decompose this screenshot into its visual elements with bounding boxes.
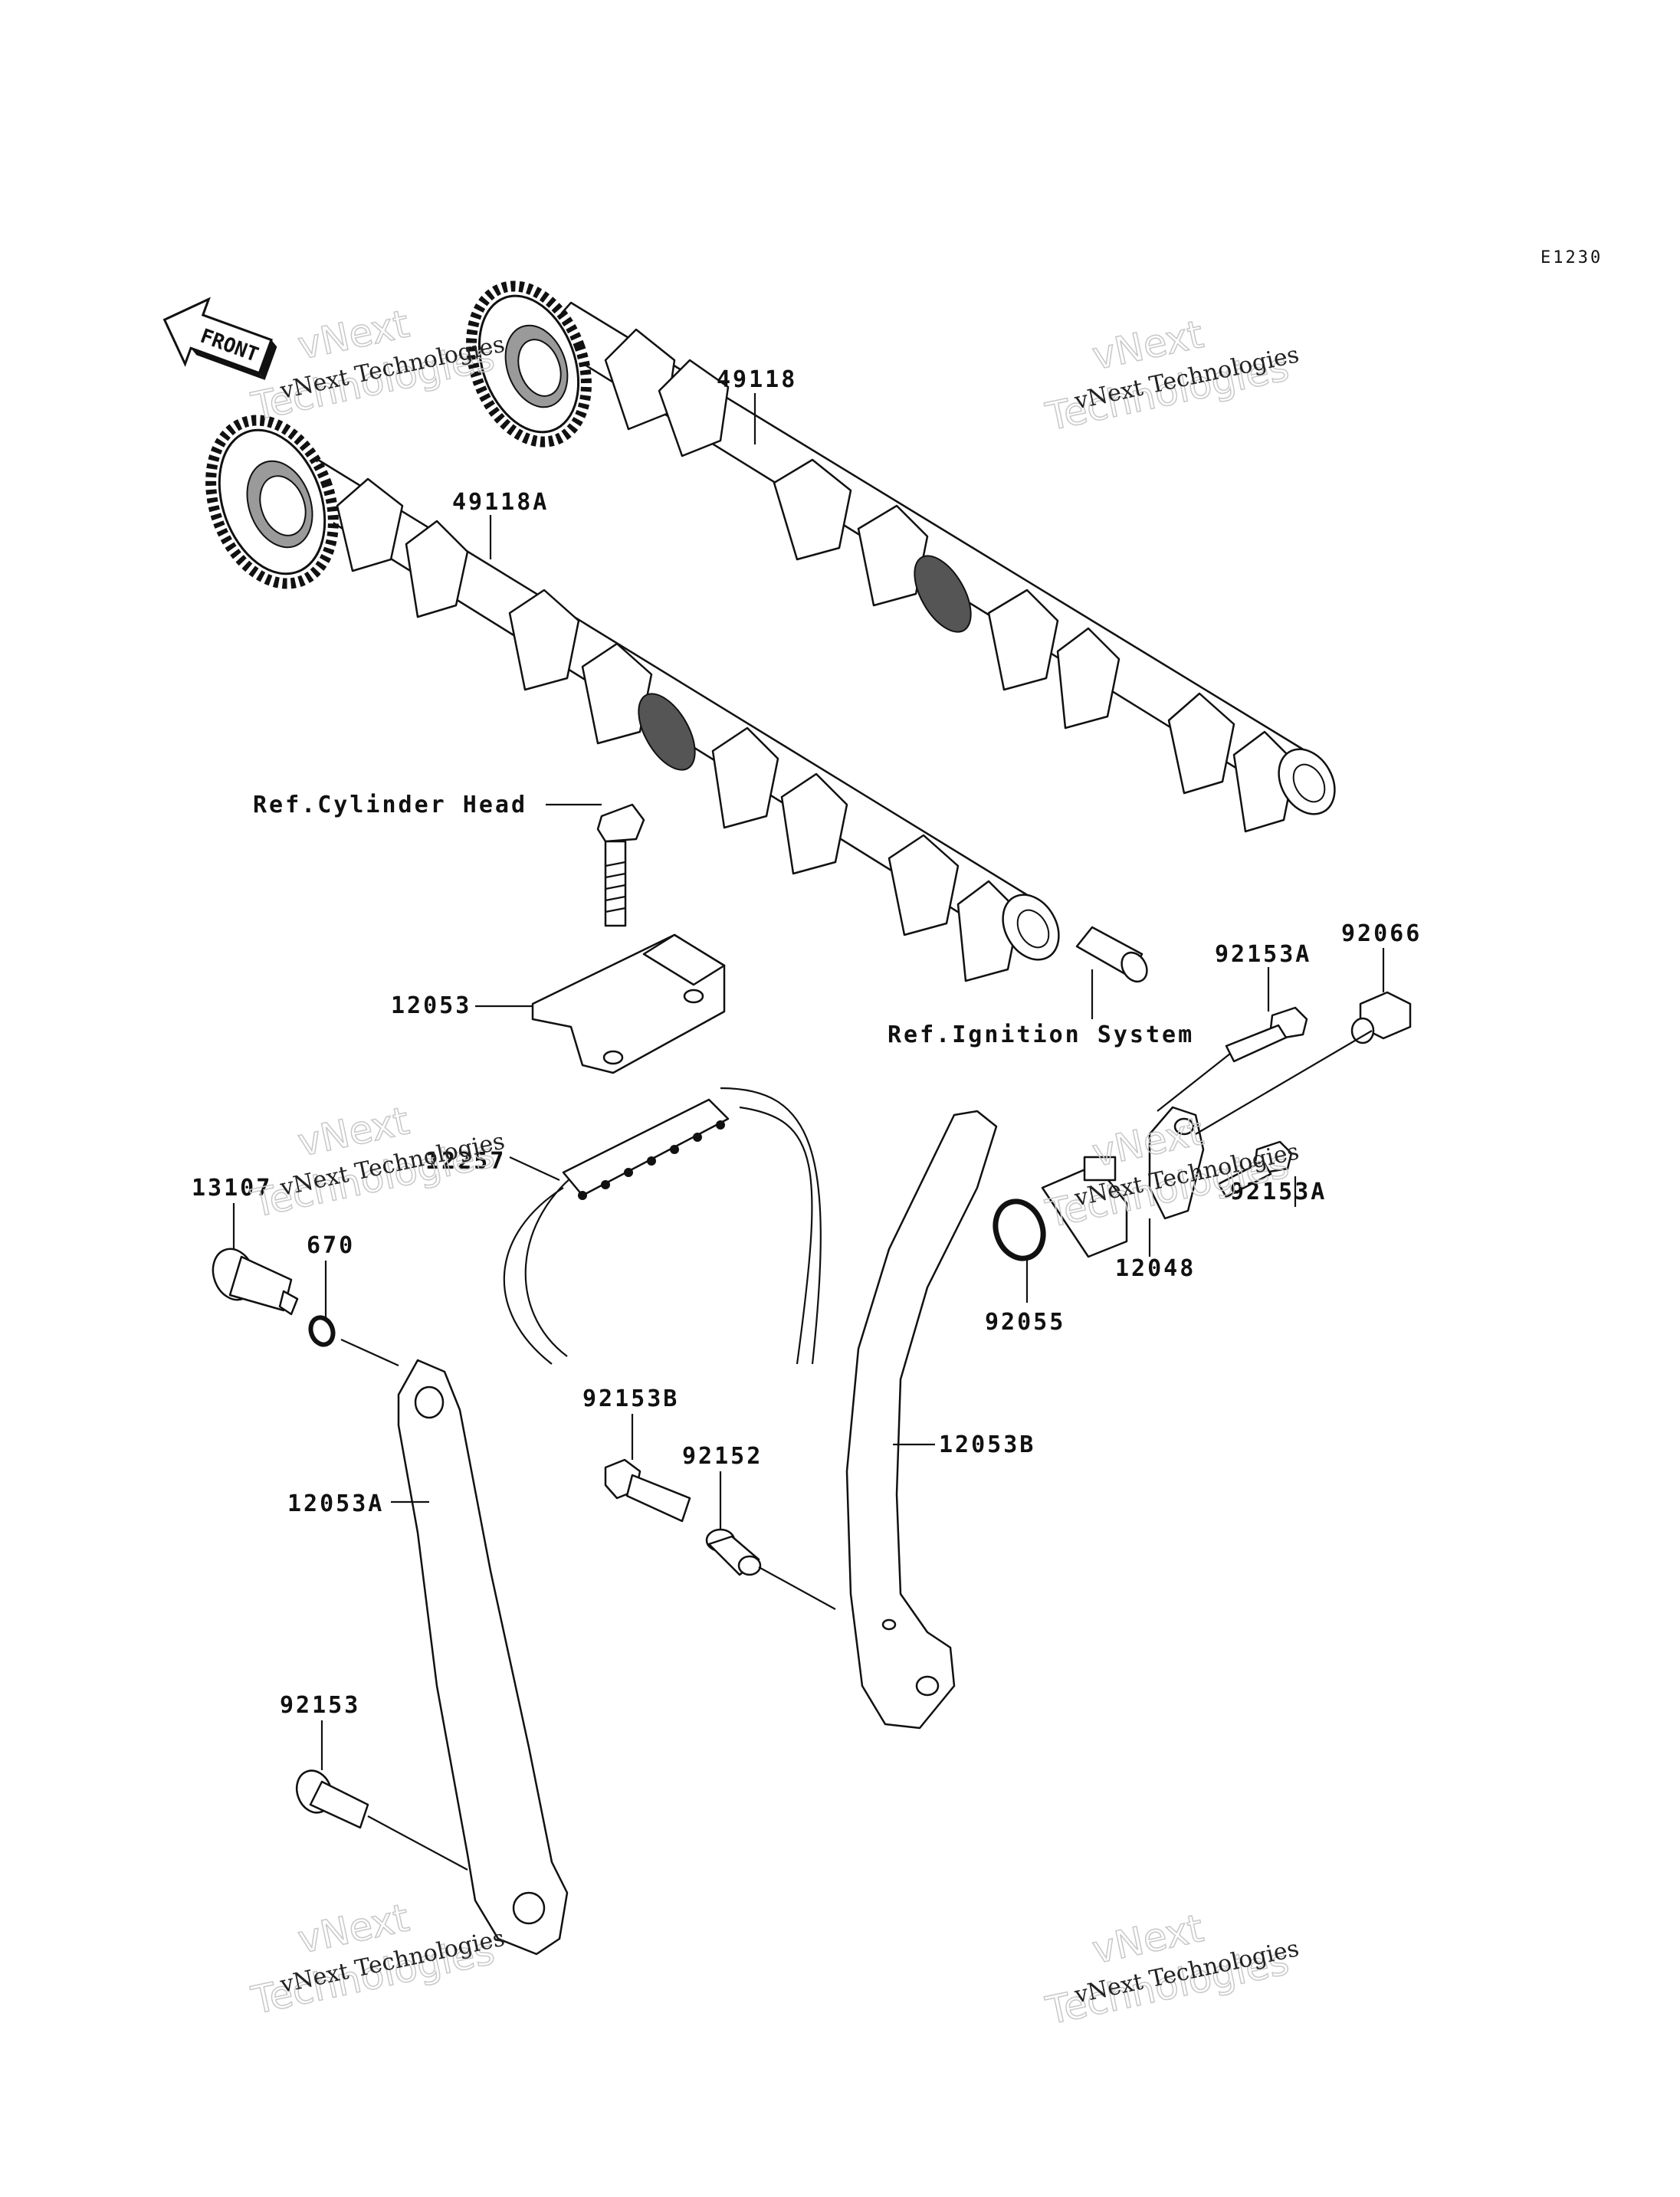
label-92055: 92055 — [985, 1309, 1065, 1336]
tensioner-12048 — [1041, 1106, 1205, 1258]
label-92153A-top: 92153A — [1215, 941, 1311, 968]
diagram-code: E1230 — [1541, 248, 1603, 267]
cylinder-head-bolt — [596, 803, 645, 927]
label-92153: 92153 — [280, 1692, 360, 1719]
timing-chain-12257 — [503, 1087, 822, 1365]
label-92153A-bottom: 92153A — [1230, 1179, 1327, 1205]
cam-sprocket-lower — [205, 415, 339, 589]
bolt-92153 — [295, 1769, 369, 1829]
label-49118: 49118 — [717, 366, 797, 393]
label-12257: 12257 — [425, 1148, 506, 1175]
label-ref-ignition-system: Ref.Ignition System — [888, 1021, 1194, 1048]
o-ring-92055 — [993, 1199, 1046, 1261]
cap-bolt-92066 — [1350, 991, 1412, 1044]
label-12053B: 12053B — [939, 1431, 1035, 1458]
watermark-bottom-left: vNext Technologies vNext Technologies — [247, 1895, 507, 2024]
chain-guide-12053A — [397, 1359, 569, 1956]
bolt-92153A-top — [1225, 1006, 1308, 1063]
label-12053: 12053 — [391, 992, 471, 1019]
chain-guide-12053 — [531, 933, 726, 1074]
pivot-bolt-13107 — [212, 1248, 299, 1316]
label-49118A: 49118A — [452, 489, 549, 516]
bolt-92153B — [604, 1458, 691, 1523]
camshaft-49118A — [205, 415, 1060, 982]
label-12053A: 12053A — [287, 1490, 384, 1517]
watermark-top-right: vNext Technologies vNext Technologies — [1042, 311, 1301, 440]
label-92153B: 92153B — [582, 1385, 679, 1412]
label-92152: 92152 — [682, 1443, 763, 1470]
o-ring-670 — [308, 1315, 336, 1347]
ignition-rotor — [1075, 926, 1148, 983]
watermark-bottom-right: vNext Technologies vNext Technologies — [1042, 1905, 1301, 2034]
camshaft-49118 — [466, 280, 1336, 833]
label-670: 670 — [307, 1232, 355, 1259]
watermark-middle-left: vNext Technologies vNext Technologies — [247, 1098, 507, 1227]
cam-sprocket-upper — [466, 280, 592, 448]
bolt-92153A-bottom — [1217, 1140, 1293, 1199]
leader-lines — [232, 393, 1385, 1871]
label-13107: 13107 — [192, 1175, 272, 1202]
front-arrow-icon: FRONT — [162, 297, 277, 380]
label-12048: 12048 — [1115, 1255, 1196, 1282]
watermark-top-left: vNext Technologies vNext Technologies — [247, 301, 507, 430]
tensioner-guide-12053B — [845, 1110, 998, 1730]
collar-92152 — [705, 1528, 762, 1576]
label-ref-cylinder-head: Ref.Cylinder Head — [253, 792, 527, 818]
label-92066: 92066 — [1341, 920, 1422, 947]
